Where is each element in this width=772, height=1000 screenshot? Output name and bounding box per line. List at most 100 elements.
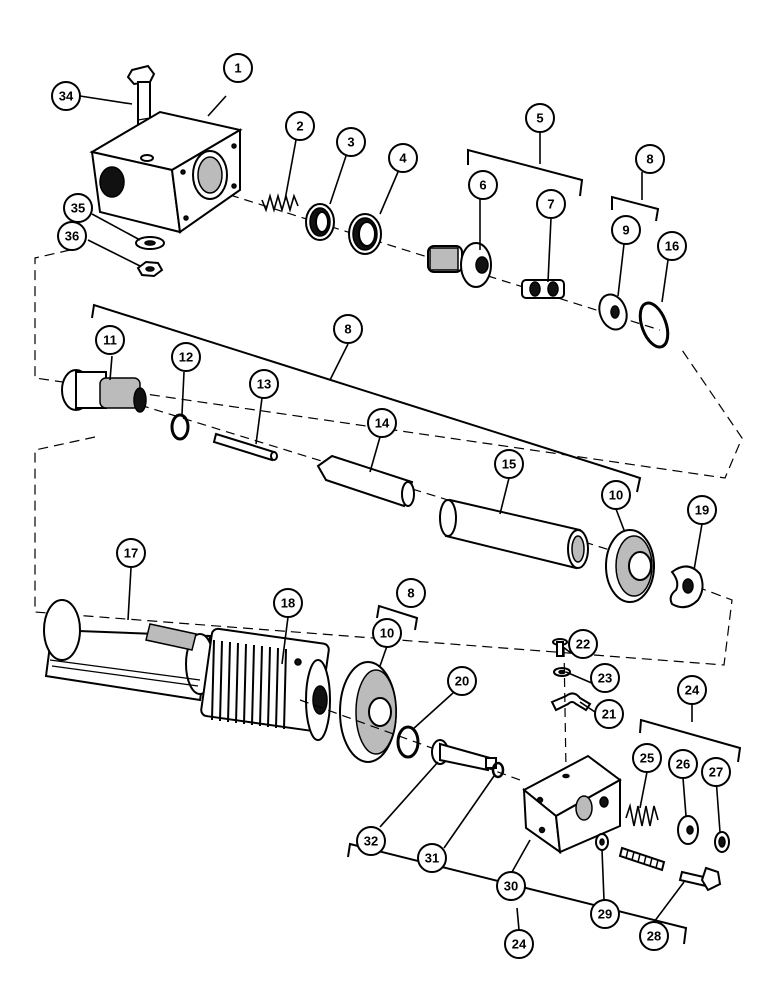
svg-text:8: 8 bbox=[646, 152, 653, 167]
part-9-washer bbox=[598, 293, 628, 331]
svg-text:25: 25 bbox=[640, 751, 654, 766]
bracket-8-middle bbox=[91, 303, 642, 493]
svg-text:14: 14 bbox=[375, 416, 390, 431]
callout-32: 32 bbox=[356, 826, 386, 856]
bracket-24-top bbox=[639, 718, 742, 763]
svg-text:29: 29 bbox=[598, 907, 612, 922]
part-19-lock-washer bbox=[669, 565, 704, 609]
svg-text:30: 30 bbox=[504, 879, 518, 894]
callout-2: 2 bbox=[285, 111, 315, 141]
callout-8-top: 8 bbox=[635, 144, 665, 174]
callout-17: 17 bbox=[116, 538, 146, 568]
svg-text:16: 16 bbox=[665, 239, 679, 254]
part-7-poppet bbox=[521, 279, 565, 299]
svg-text:10: 10 bbox=[609, 488, 623, 503]
svg-text:8: 8 bbox=[344, 322, 351, 337]
svg-text:32: 32 bbox=[364, 834, 378, 849]
svg-text:4: 4 bbox=[399, 151, 407, 166]
svg-text:24: 24 bbox=[512, 937, 527, 952]
svg-text:7: 7 bbox=[547, 197, 554, 212]
callout-14: 14 bbox=[367, 408, 397, 438]
svg-text:6: 6 bbox=[479, 178, 486, 193]
callout-27: 27 bbox=[701, 757, 731, 787]
part-32-stem bbox=[431, 739, 497, 772]
callout-16: 16 bbox=[657, 231, 687, 261]
svg-text:8: 8 bbox=[407, 586, 414, 601]
svg-text:11: 11 bbox=[103, 333, 117, 348]
part-6-valve-seat bbox=[427, 242, 492, 288]
callout-29: 29 bbox=[590, 899, 620, 929]
svg-text:3: 3 bbox=[347, 135, 354, 150]
part-10-washer-upper bbox=[605, 529, 655, 603]
part-18-threaded-barrel bbox=[200, 627, 331, 741]
callout-23: 23 bbox=[590, 663, 620, 693]
svg-text:20: 20 bbox=[455, 674, 469, 689]
callout-10-upper: 10 bbox=[601, 480, 631, 510]
callout-18: 18 bbox=[273, 588, 303, 618]
callout-35: 35 bbox=[63, 193, 93, 223]
callout-21: 21 bbox=[594, 699, 624, 729]
svg-text:31: 31 bbox=[425, 851, 439, 866]
callout-20: 20 bbox=[447, 666, 477, 696]
svg-text:1: 1 bbox=[234, 61, 241, 76]
axis-vertical bbox=[563, 647, 567, 771]
part-12-o-ring bbox=[170, 413, 190, 441]
callout-3: 3 bbox=[336, 127, 366, 157]
callout-34: 34 bbox=[51, 81, 81, 111]
part-30-block bbox=[522, 754, 622, 855]
callout-5: 5 bbox=[525, 103, 555, 133]
callout-28: 28 bbox=[639, 921, 669, 951]
part-29-washer bbox=[595, 833, 609, 851]
part-20-o-ring bbox=[396, 725, 420, 759]
callout-26: 26 bbox=[668, 749, 698, 779]
part-16-snap-ring bbox=[638, 301, 670, 349]
bracket-8-lower bbox=[376, 604, 419, 631]
callout-11: 11 bbox=[95, 325, 125, 355]
svg-text:22: 22 bbox=[576, 637, 590, 652]
part-36-nut bbox=[136, 260, 164, 278]
part-adjusting-screw bbox=[618, 846, 666, 872]
callout-10-lower: 10 bbox=[372, 618, 402, 648]
callout-4: 4 bbox=[388, 143, 418, 173]
part-1-valve-body bbox=[89, 110, 243, 234]
part-2-spring bbox=[261, 193, 299, 213]
callout-25: 25 bbox=[632, 743, 662, 773]
part-25-spring bbox=[625, 802, 659, 827]
callout-9: 9 bbox=[611, 215, 641, 245]
part-11-fitting bbox=[61, 369, 147, 413]
part-3-ring bbox=[305, 203, 335, 241]
callout-15: 15 bbox=[494, 449, 524, 479]
group-outline-upper bbox=[34, 249, 743, 479]
svg-text:19: 19 bbox=[695, 503, 709, 518]
callout-7: 7 bbox=[536, 189, 566, 219]
callout-6: 6 bbox=[468, 170, 498, 200]
svg-text:26: 26 bbox=[676, 757, 690, 772]
part-4-ring bbox=[348, 213, 382, 255]
part-28-bolt bbox=[678, 866, 722, 892]
part-15-tube bbox=[439, 498, 589, 570]
callout-13: 13 bbox=[249, 369, 279, 399]
svg-text:9: 9 bbox=[622, 223, 629, 238]
svg-text:28: 28 bbox=[647, 929, 661, 944]
part-21-clip bbox=[550, 692, 592, 712]
svg-text:13: 13 bbox=[257, 377, 271, 392]
callout-36: 36 bbox=[57, 221, 87, 251]
part-22-screw bbox=[552, 638, 568, 657]
svg-text:35: 35 bbox=[71, 201, 85, 216]
leader-lines bbox=[79, 95, 721, 931]
part-10-washer-lower bbox=[339, 661, 397, 763]
svg-text:34: 34 bbox=[59, 89, 74, 104]
svg-text:5: 5 bbox=[536, 111, 543, 126]
callout-31: 31 bbox=[417, 843, 447, 873]
svg-text:24: 24 bbox=[685, 683, 700, 698]
callout-8-middle: 8 bbox=[333, 314, 363, 344]
svg-text:12: 12 bbox=[179, 350, 193, 365]
callout-22: 22 bbox=[568, 629, 598, 659]
part-27-ring bbox=[714, 831, 730, 853]
callout-24-bottom: 24 bbox=[504, 929, 534, 959]
svg-text:36: 36 bbox=[65, 229, 79, 244]
svg-text:2: 2 bbox=[296, 119, 303, 134]
part-17-sleeve bbox=[43, 599, 215, 702]
part-14-piston bbox=[316, 454, 415, 508]
